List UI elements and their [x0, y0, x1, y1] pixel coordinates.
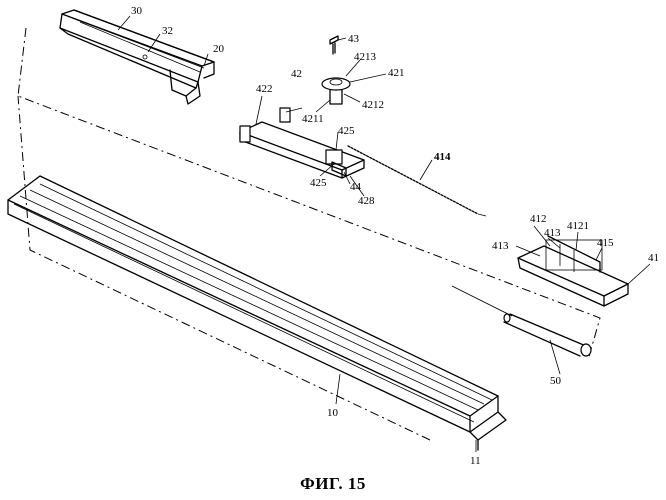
label-50: 50 [550, 375, 562, 387]
label-4213: 4213 [354, 51, 377, 63]
label-414: 414 [434, 151, 451, 163]
label-41: 41 [648, 252, 659, 264]
label-425-lower: 425 [310, 177, 327, 189]
label-415: 415 [597, 237, 614, 249]
label-428: 428 [358, 195, 375, 207]
label-4121: 4121 [567, 220, 589, 232]
pin-50 [452, 286, 591, 356]
label-43: 43 [348, 33, 360, 45]
label-11: 11 [470, 455, 481, 467]
label-4211: 4211 [302, 113, 324, 125]
label-10: 10 [327, 407, 339, 419]
label-413-upper: 413 [544, 227, 561, 239]
base-rail-10 [8, 176, 506, 450]
label-20: 20 [213, 43, 225, 55]
label-42: 42 [291, 68, 302, 80]
label-4212: 4212 [362, 99, 384, 111]
reference-labels: 30 32 20 43 4213 421 42 422 4212 4211 42… [131, 5, 659, 467]
exploded-assembly-drawing: 30 32 20 43 4213 421 42 422 4212 4211 42… [0, 0, 666, 470]
label-44: 44 [350, 181, 362, 193]
screw-43 [330, 36, 338, 54]
label-422: 422 [256, 83, 273, 95]
label-421: 421 [388, 67, 405, 79]
label-30: 30 [131, 5, 143, 17]
top-cover-rail [60, 10, 214, 104]
figure-caption: ФИГ. 15 [0, 474, 666, 494]
assembly-centerline [18, 28, 600, 440]
label-413-left: 413 [492, 240, 509, 252]
label-412: 412 [530, 213, 547, 225]
label-32: 32 [162, 25, 173, 37]
knob-421 [322, 78, 350, 104]
label-425-upper: 425 [338, 125, 355, 137]
